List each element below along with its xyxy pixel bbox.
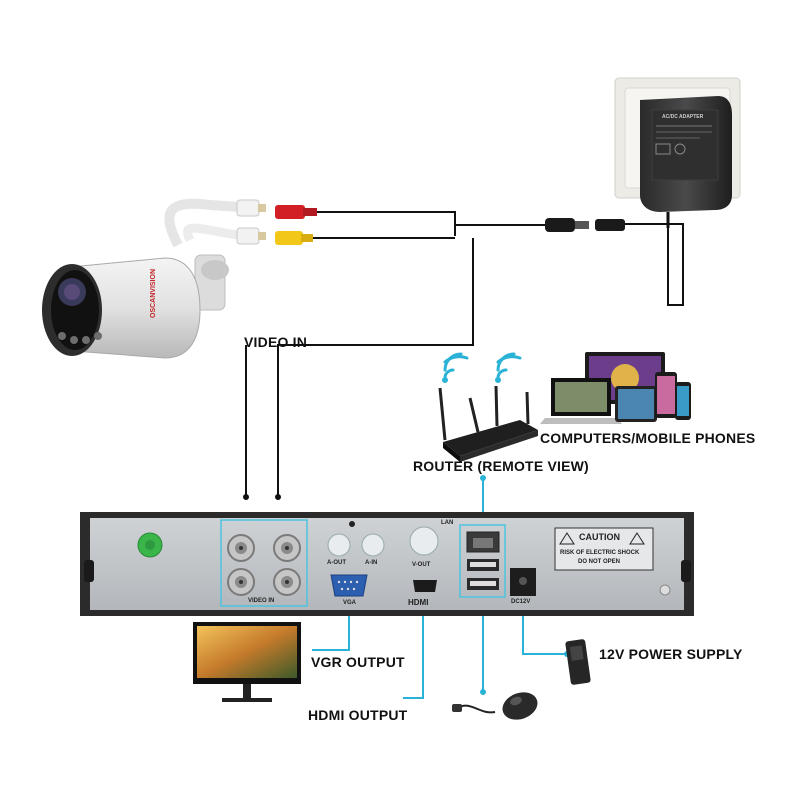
label-hdmi-output: HDMI OUTPUT xyxy=(308,707,408,723)
red-rca-plug xyxy=(275,205,305,219)
camera-brand: OSCANVISION xyxy=(150,268,157,318)
yellow-rca-plug xyxy=(275,231,303,245)
lan-dot xyxy=(480,475,486,481)
port-label-hdmi: HDMI xyxy=(408,598,429,607)
line-vga-monitor xyxy=(312,612,350,651)
router xyxy=(438,352,538,462)
power-adapter xyxy=(640,96,732,228)
video-in-connector-2 xyxy=(275,494,281,500)
label-vgr-output: VGR OUTPUT xyxy=(311,654,405,670)
power-brick xyxy=(565,639,591,685)
adapter-label: AC/DC ADAPTER xyxy=(662,114,704,120)
bnc-connectors xyxy=(227,534,301,596)
line-hdmi xyxy=(403,612,424,699)
mouse xyxy=(452,692,538,720)
port-label-lan: LAN xyxy=(441,520,454,526)
usb-dot xyxy=(480,689,486,695)
port-label-video-in: VIDEO IN xyxy=(248,598,275,604)
port-label-vga: VGA xyxy=(343,600,357,606)
label-power-supply: 12V POWER SUPPLY xyxy=(599,646,743,662)
monitor xyxy=(193,622,301,702)
wire-red-rca xyxy=(315,211,456,236)
label-router: ROUTER (REMOTE VIEW) xyxy=(413,458,589,474)
video-in-connector-1 xyxy=(243,494,249,500)
blue-lines xyxy=(312,478,565,699)
wire-video-main xyxy=(277,238,474,495)
devices-group xyxy=(540,352,691,424)
port-label-a-in: A-IN xyxy=(365,560,378,566)
caution-line-1: RISK OF ELECTRIC SHOCK xyxy=(560,550,640,556)
port-label-a-out: A-OUT xyxy=(327,560,346,566)
label-computers: COMPUTERS/MOBILE PHONES xyxy=(540,430,756,446)
port-label-dc12v: DC12V xyxy=(511,599,531,605)
caution-line-2: DO NOT OPEN xyxy=(578,559,621,565)
dvr-unit xyxy=(80,512,694,616)
line-dc-power xyxy=(522,612,565,655)
port-label-v-out: V-OUT xyxy=(412,562,431,568)
wire-adapter-cord xyxy=(625,223,684,306)
wires xyxy=(245,211,684,495)
label-video-in: VIDEO IN xyxy=(244,334,308,350)
caution-title: CAUTION xyxy=(579,532,620,542)
dc-plug xyxy=(545,218,625,232)
bullet-camera xyxy=(42,198,317,359)
